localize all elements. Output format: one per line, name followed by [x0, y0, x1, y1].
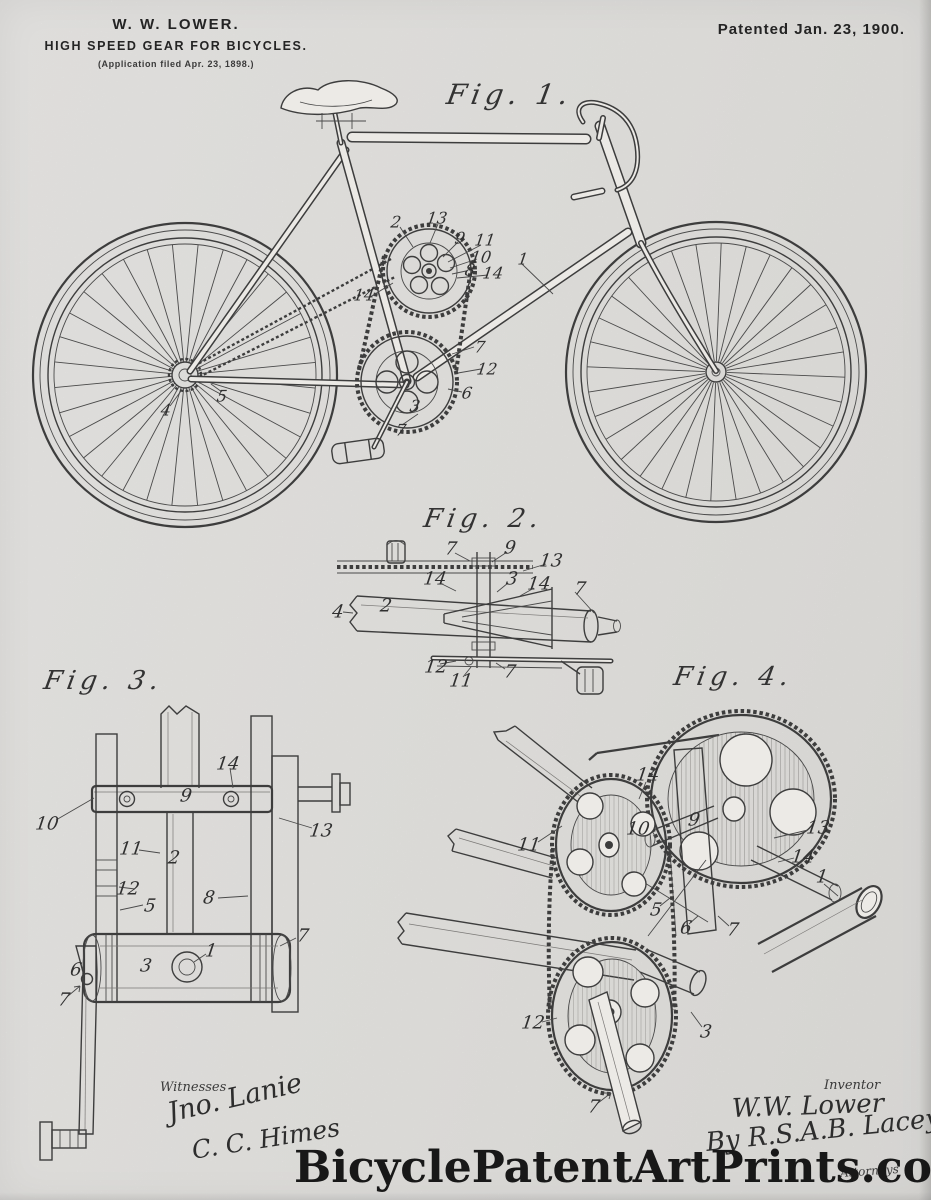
fig3-crank-barrel [82, 932, 292, 1004]
application-note: (Application filed Apr. 23, 1898.) [97, 59, 255, 69]
figure-1-label: Fig. 1. [444, 78, 576, 111]
crank-and-pedal [331, 379, 410, 465]
fig4-rear-pulley [645, 709, 837, 889]
fig2-lower-bar-and-pedal [430, 655, 614, 695]
patent-date: Patented Jan. 23, 1900. [717, 21, 905, 38]
figure-2-label: Fig. 2. [421, 504, 546, 534]
patent-title: HIGH SPEED GEAR FOR BICYCLES. [44, 39, 308, 53]
fig3-side-plates [95, 715, 299, 1013]
figure-3-label: Fig. 3. [41, 666, 166, 696]
inventor-name: W. W. LOWER. [112, 16, 240, 33]
fig2-chain [337, 560, 533, 574]
header-left: W. W. LOWER. HIGH SPEED GEAR FOR BICYCLE… [8, 16, 344, 69]
figure-4-perspective-view [397, 709, 883, 1135]
canvas-edge-shadow-right [919, 0, 931, 1200]
fig2-bolt [386, 540, 406, 564]
figure-3-leaders [55, 767, 313, 997]
canvas-edge-shadow-bottom [0, 1192, 931, 1200]
fig3-top-bar [90, 784, 274, 814]
figure-4-label: Fig. 4. [671, 662, 796, 692]
fig2-shaft [471, 552, 496, 668]
fig3-seat-tube [160, 705, 200, 934]
figure-1-bicycle [31, 80, 868, 529]
rear-wheel [31, 221, 339, 529]
fig3-crank-arm-and-pedal [39, 945, 98, 1161]
watermark-text: BicyclePatentArtPrints.com [294, 1142, 931, 1193]
figure-2-plan-view [337, 540, 621, 695]
fig2-frame-tube [349, 595, 621, 643]
fig3-adjusting-bolt [298, 773, 351, 813]
